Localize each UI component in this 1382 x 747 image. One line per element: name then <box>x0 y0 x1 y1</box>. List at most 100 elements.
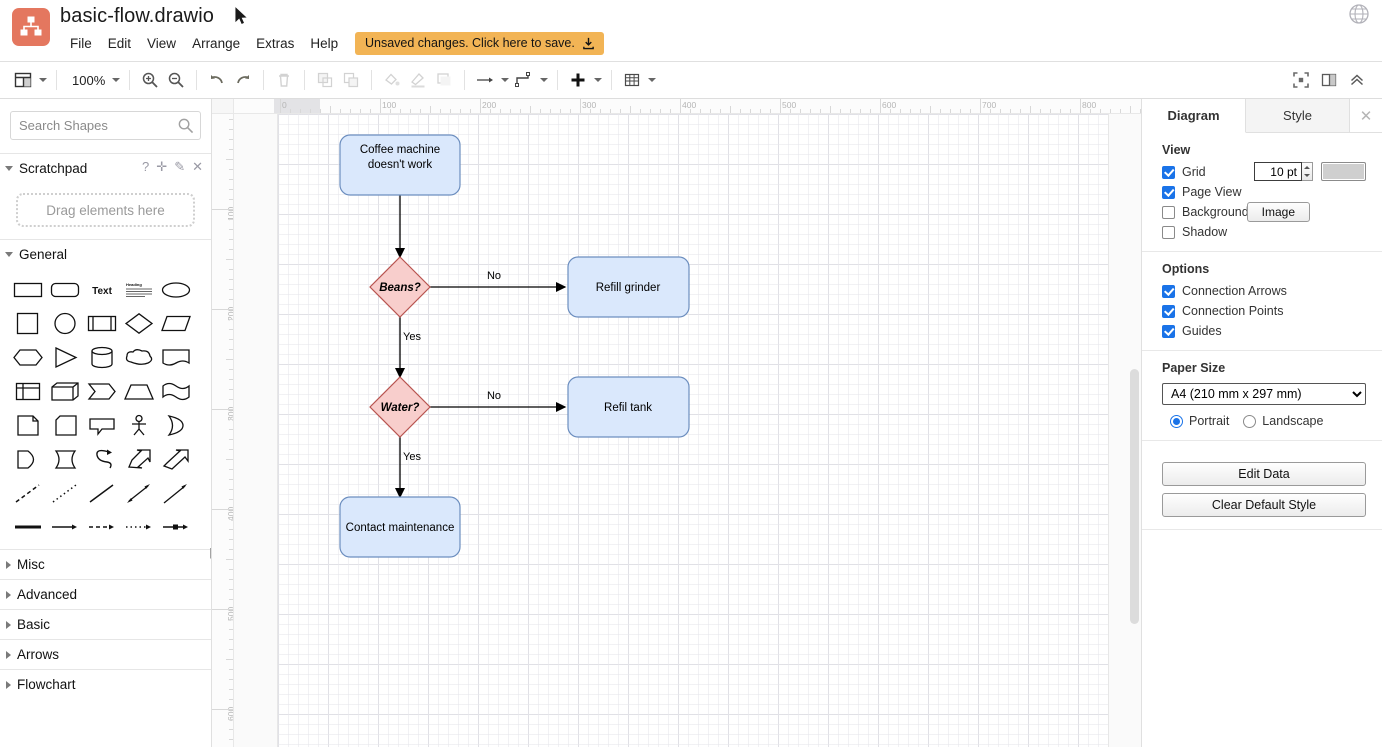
paper-size-select[interactable]: A4 (210 mm x 297 mm) <box>1162 383 1366 405</box>
tab-diagram[interactable]: Diagram <box>1142 99 1246 133</box>
card-shape[interactable] <box>47 413 83 437</box>
rectangle-shape[interactable] <box>10 277 46 301</box>
dashed-connector-shape[interactable] <box>84 515 120 539</box>
menu-help[interactable]: Help <box>310 36 339 51</box>
layout-view-caret[interactable] <box>36 67 49 93</box>
zoom-in-icon[interactable] <box>137 67 163 93</box>
spinner-down-icon[interactable] <box>1304 174 1310 178</box>
node-water-decision[interactable]: Water? <box>369 376 431 438</box>
fit-page-icon[interactable] <box>1288 67 1314 93</box>
zoom-out-icon[interactable] <box>163 67 189 93</box>
node-contact-maintenance[interactable]: Contact maintenance <box>339 496 461 558</box>
sidebar-section-basic[interactable]: Basic <box>0 609 211 639</box>
textbox-shape[interactable]: Heading <box>121 277 157 301</box>
process-shape[interactable] <box>84 311 120 335</box>
circle-shape[interactable] <box>47 311 83 335</box>
shadow-checkbox[interactable] <box>1162 225 1175 239</box>
guides-checkbox[interactable] <box>1162 324 1175 338</box>
link-connector-shape[interactable] <box>158 515 194 539</box>
thick-line-shape[interactable] <box>10 515 46 539</box>
menu-file[interactable]: File <box>70 36 92 51</box>
unsaved-changes-save-button[interactable]: Unsaved changes. Click here to save. <box>355 32 604 55</box>
cube-shape[interactable] <box>47 379 83 403</box>
node-refill-grinder[interactable]: Refill grinder <box>567 256 690 318</box>
search-input[interactable] <box>10 111 201 140</box>
node-refil-tank[interactable]: Refil tank <box>567 376 690 438</box>
menu-arrange[interactable]: Arrange <box>192 36 241 51</box>
s-curve-arrow-shape[interactable] <box>84 447 120 471</box>
background-checkbox[interactable] <box>1162 205 1175 219</box>
connection-points-checkbox[interactable] <box>1162 304 1175 318</box>
redo-icon[interactable] <box>230 67 256 93</box>
arrow-connection-icon[interactable] <box>472 67 498 93</box>
arrow-line-shape[interactable] <box>158 481 194 505</box>
grid-checkbox[interactable] <box>1162 165 1175 179</box>
trapezoid-shape[interactable] <box>121 379 157 403</box>
close-x-icon[interactable]: ✕ <box>192 159 203 174</box>
grid-size-spinner[interactable] <box>1302 162 1313 181</box>
rounded-rectangle-shape[interactable] <box>47 277 83 301</box>
parallelogram-shape[interactable] <box>158 311 194 335</box>
canvas-scroll-pane[interactable]: No Yes No Yes Coffee machine doesn't wor… <box>234 114 1141 747</box>
sidebar-section-flowchart[interactable]: Flowchart <box>0 669 211 699</box>
grid-size-input[interactable] <box>1254 162 1302 181</box>
pencil-edit-icon[interactable]: ✎ <box>174 159 186 174</box>
plus-insert-icon[interactable] <box>565 67 591 93</box>
menu-view[interactable]: View <box>147 36 177 51</box>
vertical-scrollbar-thumb[interactable] <box>1130 369 1139 624</box>
menu-extras[interactable]: Extras <box>256 36 295 51</box>
sidebar-section-general[interactable]: General <box>0 239 211 269</box>
single-arrow-shape[interactable] <box>158 447 194 471</box>
triangle-shape[interactable] <box>47 345 83 369</box>
text-shape[interactable]: Text <box>84 277 120 301</box>
spinner-up-icon[interactable] <box>1304 165 1310 169</box>
menu-edit[interactable]: Edit <box>107 36 132 51</box>
step-shape[interactable] <box>84 379 120 403</box>
background-image-button[interactable]: Image <box>1246 202 1310 222</box>
or-shape[interactable] <box>158 413 194 437</box>
square-shape[interactable] <box>10 311 46 335</box>
portrait-radio[interactable] <box>1170 414 1183 428</box>
toggle-format-panel-icon[interactable] <box>1316 67 1342 93</box>
table-caret[interactable] <box>645 67 658 93</box>
tape-shape[interactable] <box>158 379 194 403</box>
chevron-up-collapse-icon[interactable] <box>1344 67 1370 93</box>
diamond-shape[interactable] <box>121 311 157 335</box>
clear-default-style-button[interactable]: Clear Default Style <box>1162 493 1366 517</box>
sidebar-section-advanced[interactable]: Advanced <box>0 579 211 609</box>
dotted-line-shape[interactable] <box>47 481 83 505</box>
document-shape[interactable] <box>158 345 194 369</box>
orientation-landscape[interactable]: Landscape <box>1243 414 1323 428</box>
data-storage-shape[interactable] <box>10 447 46 471</box>
delay-shape[interactable] <box>47 447 83 471</box>
scratchpad-dropzone[interactable]: Drag elements here <box>16 193 195 227</box>
arrow-connection-caret[interactable] <box>498 67 511 93</box>
landscape-radio[interactable] <box>1243 414 1257 428</box>
zoom-caret[interactable] <box>109 67 122 93</box>
dashed-line-shape[interactable] <box>10 481 46 505</box>
internal-storage-shape[interactable] <box>10 379 46 403</box>
sidebar-section-misc[interactable]: Misc <box>0 549 211 579</box>
solid-line-shape[interactable] <box>84 481 120 505</box>
ellipse-shape[interactable] <box>158 277 194 301</box>
cylinder-shape[interactable] <box>84 345 120 369</box>
cloud-shape[interactable] <box>121 345 157 369</box>
help-question-icon[interactable]: ? <box>142 159 150 174</box>
edit-data-button[interactable]: Edit Data <box>1162 462 1366 486</box>
close-panel-icon[interactable]: ✕ <box>1350 99 1382 132</box>
search-icon[interactable] <box>177 117 194 134</box>
plus-add-icon[interactable]: ✛ <box>156 159 168 174</box>
sidebar-section-arrows[interactable]: Arrows <box>0 639 211 669</box>
zoom-level-label[interactable]: 100% <box>72 72 106 88</box>
node-beans-decision[interactable]: Beans? <box>369 256 431 318</box>
note-shape[interactable] <box>10 413 46 437</box>
double-arrow-line-shape[interactable] <box>121 481 157 505</box>
orientation-portrait[interactable]: Portrait <box>1170 414 1229 428</box>
vertical-scrollbar[interactable] <box>1128 114 1141 747</box>
callout-shape[interactable] <box>84 413 120 437</box>
node-coffee-machine-doesnt-work[interactable]: Coffee machine doesn't work <box>339 134 461 196</box>
insert-caret[interactable] <box>591 67 604 93</box>
sidebar-section-scratchpad[interactable]: Scratchpad ? ✛ ✎ ✕ <box>0 153 211 183</box>
